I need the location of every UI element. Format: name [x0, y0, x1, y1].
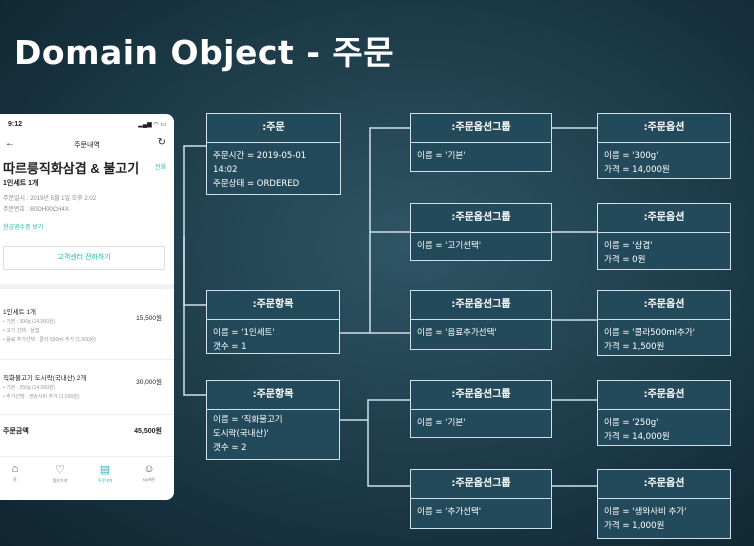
box-title: :주문옵션그룹: [411, 291, 551, 320]
box-line: 이름 = '콜라500ml추가': [604, 328, 695, 338]
option-box: :주문옵션 이름 = '300g' 가격 = 14,000원: [597, 113, 731, 179]
box-title: :주문옵션: [598, 204, 730, 233]
order-box: :주문 주문시간 = 2019-05-01 14:02 주문상태 = ORDER…: [206, 113, 341, 195]
status-icons: ▂▄▆ ◠ ▭: [138, 122, 166, 128]
box-line: 이름 = '음료추가선택': [417, 328, 497, 338]
box-title: :주문옵션: [598, 470, 730, 499]
option-group-box: :주문옵션그룹 이름 = '기본': [410, 113, 552, 172]
nav-home[interactable]: ⌂ 홈: [0, 463, 32, 483]
order-item-option: • 추가선택 : 생와사비 추가 (1,000원): [3, 394, 80, 400]
bottom-nav: ⌂ 홈 ♡ 찜한가게 ▤ 주문내역 ☺ My배민: [0, 456, 174, 500]
order-item-option: • 고기 선택 : 삼겹: [3, 328, 40, 334]
back-arrow-icon[interactable]: ←: [5, 138, 15, 149]
connector: [367, 420, 410, 487]
order-item-name: 1인세트 1개: [3, 309, 36, 316]
box-title: :주문: [207, 114, 340, 143]
box-line: 가격 = 14,000원: [604, 165, 670, 175]
receipt-icon: ▤: [99, 464, 111, 476]
option-group-box: :주문옵션그룹 이름 = '추가선택': [410, 469, 552, 529]
box-title: :주문옵션그룹: [411, 381, 551, 410]
box-line: 이름 = '직화불고기: [213, 415, 283, 425]
order-date: 주문일시 : 2019년 5월 1일 오후 2:02: [3, 196, 97, 202]
connector: [183, 145, 207, 396]
box-line: 이름 = '생와사비 추가': [604, 507, 687, 517]
box-line: 이름 = '추가선택': [417, 507, 482, 517]
box-line: 주문시간 = 2019-05-01: [213, 151, 307, 161]
box-line: 이름 = '250g': [604, 418, 659, 428]
order-item-price: 30,000원: [136, 379, 162, 386]
box-title: :주문항목: [207, 291, 339, 320]
total-value: 45,500원: [134, 428, 162, 435]
nav-my[interactable]: ☺ My배민: [132, 463, 166, 483]
box-line: 이름 = '300g': [604, 151, 659, 161]
box-line: 이름 = '기본': [417, 418, 466, 428]
refresh-icon[interactable]: ↻: [157, 137, 166, 148]
box-line: 이름 = '고기선택': [417, 241, 482, 251]
slide-title: Domain Object - 주문: [14, 33, 395, 72]
screen-title: 주문내역: [74, 142, 100, 149]
box-line: 갯수 = 1: [213, 342, 247, 352]
order-item-price: 15,500원: [136, 315, 162, 322]
home-icon: ⌂: [11, 463, 19, 475]
status-time: 9:12: [8, 121, 23, 128]
total-label: 주문금액: [3, 428, 29, 435]
order-item-option: • 기본 : 300g (14,000원): [3, 319, 56, 325]
nav-label: 주문내역: [97, 478, 113, 483]
box-title: :주문옵션: [598, 381, 730, 410]
box-title: :주문옵션: [598, 114, 730, 143]
box-line: 14:02: [213, 165, 238, 175]
box-line: 가격 = 1,000원: [604, 521, 665, 531]
option-box: :주문옵션 이름 = '삼겹' 가격 = 0원: [597, 203, 731, 270]
nav-favorites[interactable]: ♡ 찜한가게: [43, 463, 77, 484]
nav-label: 홈: [13, 477, 17, 482]
box-line: 가격 = 14,000원: [604, 432, 670, 442]
heart-icon: ♡: [55, 464, 65, 476]
receipt-link[interactable]: 현금영수증 보기: [3, 225, 44, 231]
connector: [340, 127, 410, 334]
profile-icon: ☺: [143, 463, 155, 475]
option-group-box: :주문옵션그룹 이름 = '기본': [410, 380, 552, 438]
box-title: :주문옵션그룹: [411, 114, 551, 143]
box-title: :주문옵션그룹: [411, 470, 551, 499]
nav-label: My배민: [142, 477, 156, 482]
order-item-name: 직화불고기 도시락(국내산) 2개: [3, 375, 87, 382]
order-item-option: • 음료 추가선택 : 콜라 500ml 추가 (1,500원): [3, 337, 96, 343]
section-divider: [0, 284, 174, 289]
box-line: 도시락(국내산)': [213, 429, 269, 439]
nav-label: 찜한가게: [52, 478, 68, 483]
order-summary: 1인세트 1개: [3, 180, 39, 187]
connector: [340, 399, 410, 421]
order-item-box: :주문항목 이름 = '1인세트' 갯수 = 1: [206, 290, 340, 354]
option-group-box: :주문옵션그룹 이름 = '음료추가선택': [410, 290, 552, 350]
connector: [183, 236, 206, 306]
box-line: 이름 = '1인세트': [213, 328, 275, 338]
option-group-box: :주문옵션그룹 이름 = '고기선택': [410, 203, 552, 261]
store-name: 따르릉직화삼겹 & 불고기: [3, 161, 140, 176]
divider: [0, 359, 174, 360]
order-number: 주문번호 : B0DH00CH4X: [3, 207, 69, 213]
call-link[interactable]: 전화: [154, 165, 166, 171]
box-line: 이름 = '기본': [417, 151, 466, 161]
divider: [0, 414, 174, 415]
order-item-box: :주문항목 이름 = '직화불고기 도시락(국내산)' 갯수 = 2: [206, 380, 340, 460]
option-box: :주문옵션 이름 = '250g' 가격 = 14,000원: [597, 380, 731, 446]
box-line: 가격 = 1,500원: [604, 342, 665, 352]
nav-orders[interactable]: ▤ 주문내역: [88, 463, 122, 484]
box-title: :주문옵션그룹: [411, 204, 551, 233]
box-line: 주문상태 = ORDERED: [213, 179, 300, 189]
box-line: 갯수 = 2: [213, 443, 247, 453]
box-line: 이름 = '삼겹': [604, 241, 653, 251]
box-title: :주문옵션: [598, 291, 730, 320]
support-call-button[interactable]: 고객센터 전화하기: [3, 246, 165, 270]
phone-screenshot: 9:12 ▂▄▆ ◠ ▭ ← 주문내역 ↻ 따르릉직화삼겹 & 불고기 전화 1…: [0, 114, 174, 500]
box-line: 가격 = 0원: [604, 255, 646, 265]
option-box: :주문옵션 이름 = '콜라500ml추가' 가격 = 1,500원: [597, 290, 731, 356]
order-item-option: • 기본 : 250g (14,000원): [3, 385, 56, 391]
option-box: :주문옵션 이름 = '생와사비 추가' 가격 = 1,000원: [597, 469, 731, 539]
box-title: :주문항목: [207, 381, 339, 410]
